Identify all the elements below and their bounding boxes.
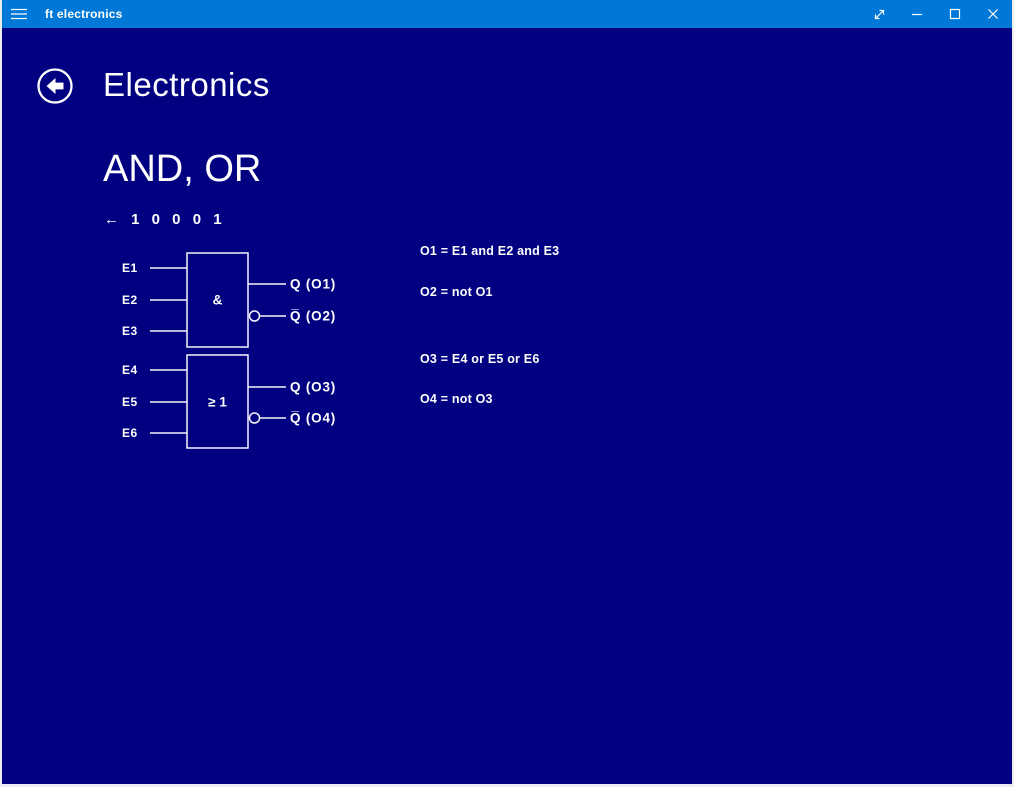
page-title: Electronics	[103, 66, 270, 103]
and-gate-symbol: &	[213, 293, 223, 308]
equation-o3: O3 = E4 or E5 or E6	[420, 352, 540, 366]
and-output-label-o1: Q (O1)	[290, 277, 336, 292]
close-button[interactable]	[974, 0, 1012, 28]
and-input-label-e3: E3	[122, 324, 138, 338]
hamburger-menu-button[interactable]	[2, 0, 36, 28]
or-input-label-e4: E4	[122, 363, 138, 377]
equation-o2: O2 = not O1	[420, 285, 493, 299]
close-icon	[988, 9, 998, 19]
maximize-button[interactable]	[936, 0, 974, 28]
back-icon	[37, 68, 73, 104]
or-output-label-o4: Q̅ (O4)	[290, 411, 336, 426]
or-input-label-e5: E5	[122, 395, 138, 409]
titlebar: ft electronics	[2, 0, 1012, 28]
minimize-button[interactable]	[898, 0, 936, 28]
equation-o4: O4 = not O3	[420, 392, 493, 406]
back-button[interactable]	[35, 66, 75, 106]
logic-gate-diagram: & E1 E2 E3 Q (O1) Q̅ (O2) ≥ 1 E4 E5 E6	[122, 252, 336, 449]
sequence-indicator: ← 1 0 0 0 1	[104, 211, 226, 228]
equation-o1: O1 = E1 and E2 and E3	[420, 244, 560, 258]
minimize-icon	[912, 13, 922, 16]
page-content: Electronics AND, OR ← 1 0 0 0 1 & E1 E2 …	[2, 28, 1012, 784]
fullscreen-icon	[874, 9, 884, 19]
caption-buttons	[860, 0, 1012, 28]
or-gate-symbol: ≥ 1	[208, 395, 227, 410]
and-negation-bubble	[248, 310, 261, 322]
or-output-label-o3: Q (O3)	[290, 380, 336, 395]
window-title: ft electronics	[45, 7, 123, 21]
and-output-label-o2: Q̅ (O2)	[290, 309, 336, 324]
or-input-label-e6: E6	[122, 426, 138, 440]
hamburger-icon	[11, 8, 27, 20]
or-negation-bubble	[248, 412, 261, 424]
maximize-icon	[949, 8, 961, 20]
fullscreen-button[interactable]	[860, 0, 898, 28]
section-heading: AND, OR	[103, 148, 262, 190]
and-input-label-e2: E2	[122, 293, 138, 307]
and-input-label-e1: E1	[122, 261, 138, 275]
